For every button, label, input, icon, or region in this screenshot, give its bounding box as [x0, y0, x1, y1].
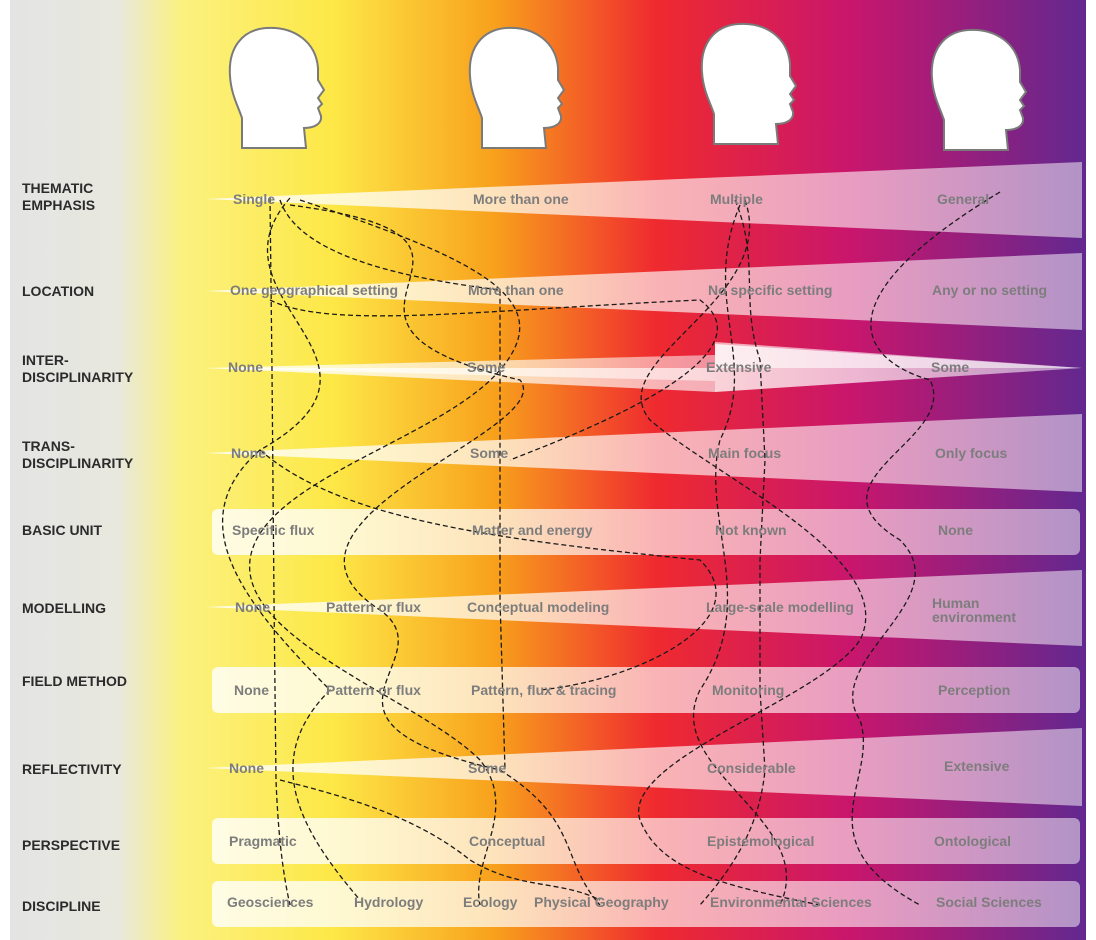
cell-trans-none: None — [231, 445, 266, 461]
head-profile-icon — [930, 28, 1028, 151]
cell-trans-some: Some — [470, 445, 509, 461]
cell-modelling-none: None — [235, 599, 270, 615]
cell-trans-main-focus: Main focus — [708, 445, 782, 461]
row-label-location: LOCATION — [22, 283, 95, 299]
cell-discipline-social-sciences: Social Sciences — [936, 894, 1042, 910]
cell-inter-none: None — [228, 359, 263, 375]
path-cross-1 — [279, 199, 506, 771]
cell-field-perception: Perception — [938, 682, 1011, 698]
cell-location-any-or-no: Any or no setting — [932, 282, 1048, 298]
cell-field-monitoring: Monitoring — [712, 682, 785, 698]
cell-thematic-multiple: Multiple — [710, 191, 763, 207]
row-label-reflectivity: REFLECTIVITY — [22, 761, 122, 777]
cell-modelling-large-scale: Large-scale modelling — [706, 599, 854, 615]
band-location — [205, 253, 1082, 330]
cell-field-pattern-flux: Pattern or flux — [326, 682, 421, 698]
cell-basic-not-known: Not known — [715, 522, 787, 538]
cell-perspective-epistemological: Epistemological — [707, 833, 815, 849]
cell-perspective-ontological: Ontological — [934, 833, 1011, 849]
cell-modelling-human-environment: Human environment — [932, 595, 1017, 625]
cell-reflectivity-considerable: Considerable — [707, 760, 796, 776]
band-perspective — [212, 818, 1080, 864]
cell-discipline-ecology: Ecology — [463, 894, 518, 910]
path-cross-2 — [269, 299, 718, 461]
path-cross-3 — [259, 449, 717, 691]
cell-location-no-specific: No specific setting — [708, 282, 833, 298]
cell-discipline-physical-geography: Physical Geography — [534, 894, 669, 910]
cell-inter-some-right: Some — [931, 359, 970, 375]
head-profile-icon — [700, 22, 798, 145]
cell-thematic-single: Single — [233, 191, 276, 207]
row-label-field-method: FIELD METHOD — [22, 673, 127, 689]
cell-perspective-conceptual: Conceptual — [469, 833, 546, 849]
cell-basic-matter-energy: Matter and energy — [472, 522, 593, 538]
cell-inter-some: Some — [467, 359, 506, 375]
cell-thematic-general: General — [937, 191, 990, 207]
path-social — [851, 191, 1001, 906]
cell-field-tracing: Pattern, flux & tracing — [471, 682, 617, 698]
cell-thematic-more-than-one: More than one — [473, 191, 569, 207]
band-field — [212, 667, 1080, 713]
cell-discipline-geosciences: Geosciences — [227, 894, 314, 910]
cell-basic-specific-flux: Specific flux — [232, 522, 315, 538]
cell-perspective-pragmatic: Pragmatic — [229, 833, 297, 849]
band-modelling — [205, 570, 1082, 646]
row-label-perspective: PERSPECTIVE — [22, 837, 121, 853]
row-label-transdisciplinarity: TRANS- DISCIPLINARITY — [22, 438, 134, 471]
band-basic — [212, 509, 1080, 555]
row-label-discipline: DISCIPLINE — [22, 898, 101, 914]
band-trans — [205, 414, 1082, 492]
cell-discipline-hydrology: Hydrology — [354, 894, 424, 910]
cell-reflectivity-extensive: Extensive — [944, 758, 1010, 774]
band-shapes — [205, 162, 1082, 927]
cell-field-none: None — [234, 682, 269, 698]
cell-discipline-environmental-sciences: Environmental Sciences — [710, 894, 872, 910]
row-label-modelling: MODELLING — [22, 600, 106, 616]
cell-basic-none: None — [938, 522, 973, 538]
cell-reflectivity-some: Some — [468, 760, 507, 776]
trajectory-lines — [221, 191, 1001, 906]
path-physical-geography — [289, 204, 601, 906]
cell-location-more-than-one: More than one — [468, 282, 564, 298]
path-hydrology — [221, 197, 361, 901]
cell-modelling-conceptual: Conceptual modeling — [467, 599, 610, 615]
row-label-interdisciplinarity: INTER- DISCIPLINARITY — [22, 352, 134, 385]
band-thematic — [205, 162, 1082, 238]
band-inter-left — [205, 355, 715, 381]
row-label-thematic-emphasis: THEMATIC EMPHASIS — [22, 180, 96, 213]
cell-location-one-setting: One geographical setting — [230, 282, 399, 298]
path-env-3 — [692, 204, 788, 906]
cell-modelling-pattern-flux: Pattern or flux — [326, 599, 421, 615]
band-inter-right — [715, 344, 1082, 392]
path-env-1 — [699, 199, 766, 906]
row-label-basic-unit: BASIC UNIT — [22, 522, 103, 538]
path-cross-4 — [279, 779, 601, 901]
cell-inter-extensive: Extensive — [706, 359, 772, 375]
band-discipline — [212, 881, 1080, 927]
path-geosciences — [269, 197, 291, 906]
path-ecology — [249, 199, 521, 906]
cell-trans-only-focus: Only focus — [935, 445, 1008, 461]
head-profile-icon — [228, 26, 326, 149]
head-profile-icon — [468, 26, 566, 149]
cell-reflectivity-none: None — [229, 760, 264, 776]
